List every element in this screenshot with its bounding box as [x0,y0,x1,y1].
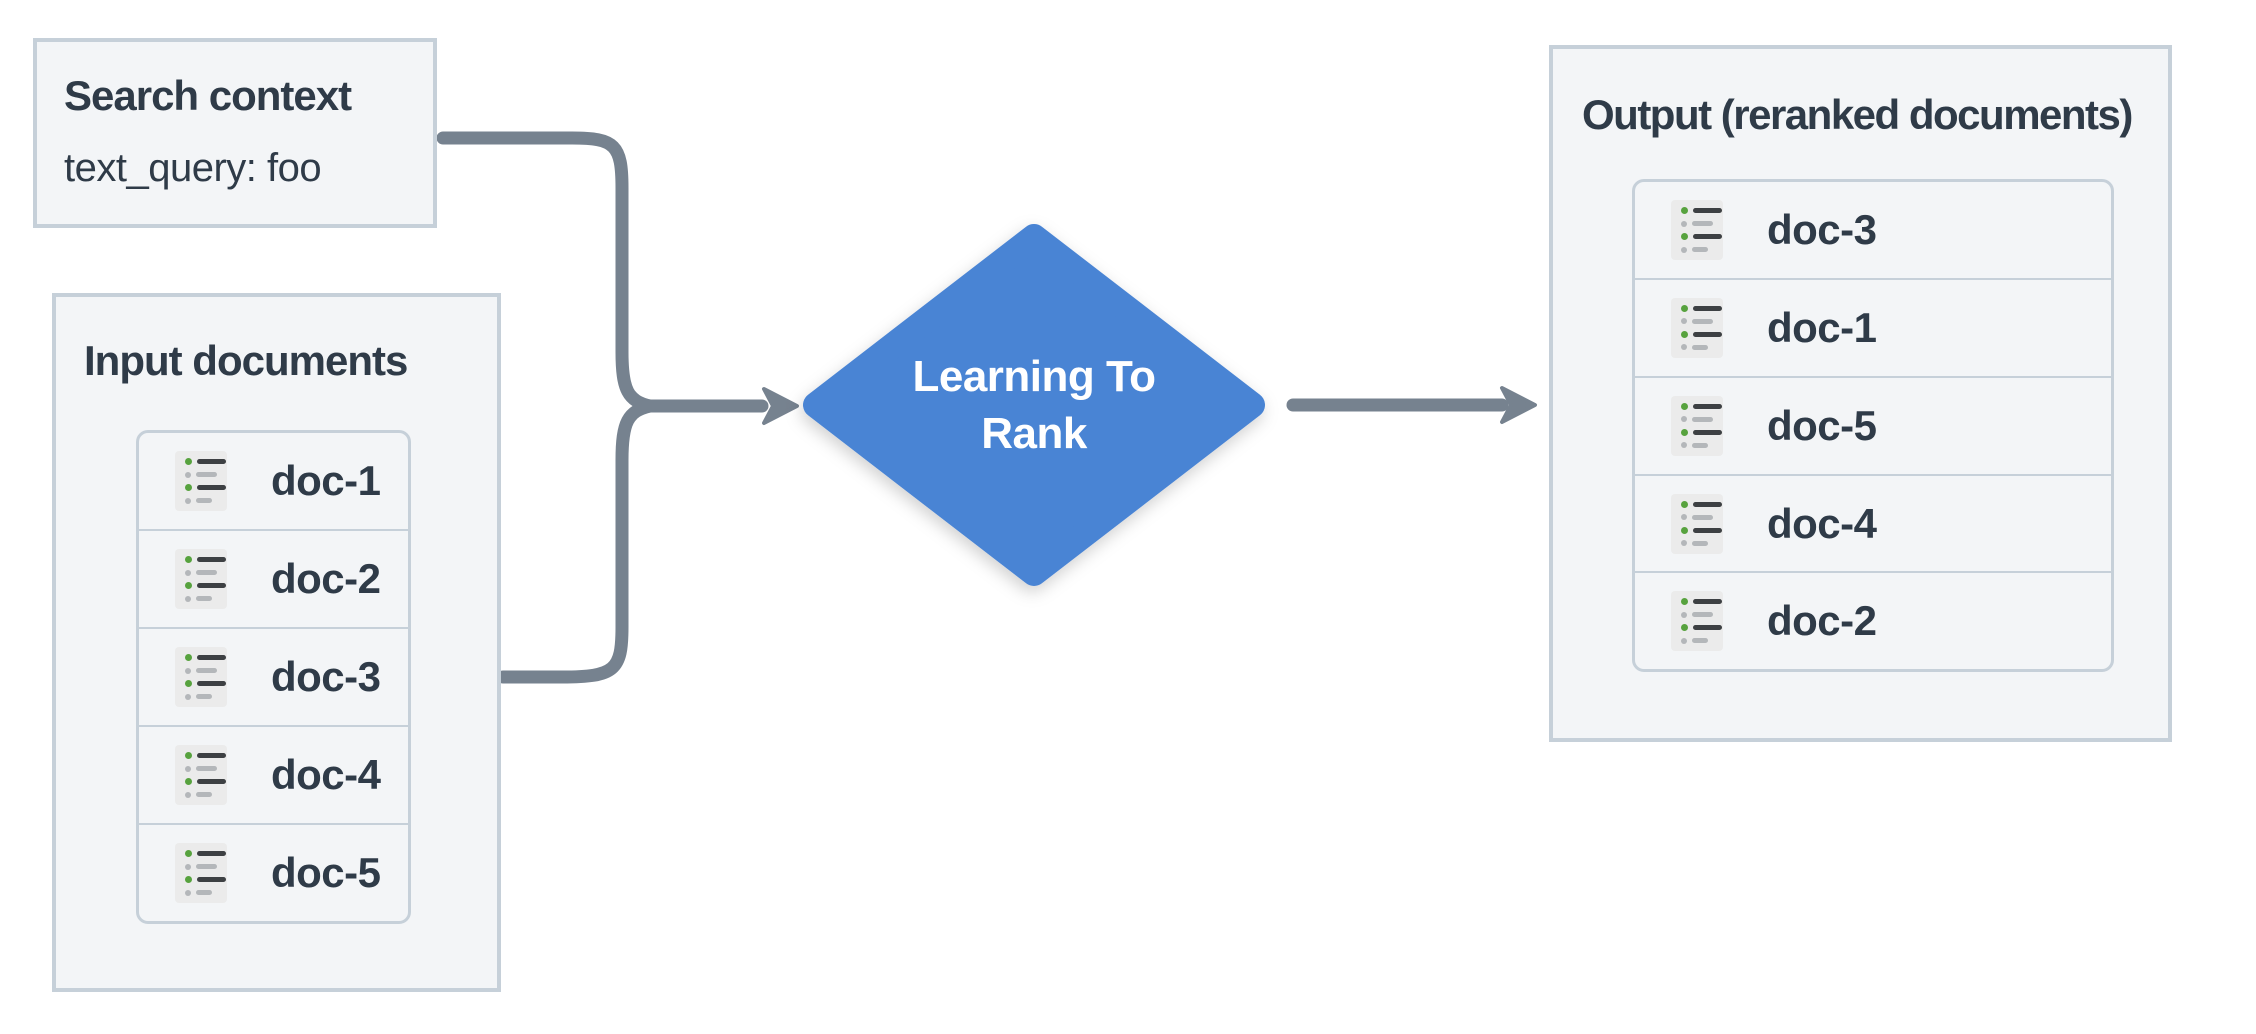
merged-arrowhead-icon [762,387,799,425]
output-doc-list: doc-3 doc-1 doc-5 [1632,179,2114,673]
doc-label: doc-3 [271,653,381,701]
doc-row: doc-4 [1635,476,2111,574]
doc-label: doc-1 [271,457,381,505]
doc-label: doc-1 [1767,303,1877,351]
input-documents-box: Input documents doc-1 doc-2 [52,293,501,992]
search-context-connector [436,131,657,413]
input-documents-connector [496,399,657,684]
doc-label: doc-2 [1767,597,1877,645]
doc-row: doc-1 [139,433,408,532]
input-doc-list: doc-1 doc-2 doc-3 [136,430,411,925]
list-icon [175,647,227,708]
output-reranked-box: Output (reranked documents) doc-3 [1549,45,2172,742]
doc-row: doc-1 [1635,280,2111,378]
doc-label: doc-5 [1767,401,1877,449]
doc-label: doc-3 [1767,206,1877,254]
input-documents-title: Input documents [84,337,408,384]
doc-label: doc-4 [1767,499,1877,547]
search-context-box: Search context text_query: foo [33,38,437,228]
list-icon [175,451,227,512]
list-icon [175,745,227,806]
doc-row: doc-3 [139,629,408,728]
learning-to-rank-diamond [803,224,1265,586]
list-icon [1671,493,1723,554]
output-arrowhead-icon [1500,386,1537,424]
doc-row: doc-3 [1635,182,2111,281]
output-title: Output (reranked documents) [1582,91,2133,138]
list-icon [175,843,227,904]
doc-row: doc-5 [139,825,408,921]
list-icon [1671,395,1723,456]
doc-label: doc-2 [271,555,381,603]
doc-row: doc-2 [139,531,408,630]
list-icon [175,549,227,610]
learning-to-rank-label: Learning To Rank [912,352,1156,458]
search-context-title: Search context [64,72,352,119]
list-icon [1671,591,1723,652]
text-query-line: text_query: foo [64,146,322,191]
doc-row: doc-4 [139,727,408,826]
doc-row: doc-2 [1635,573,2111,669]
doc-label: doc-4 [271,751,381,799]
list-icon [1671,297,1723,358]
doc-label: doc-5 [271,849,381,897]
doc-row: doc-5 [1635,378,2111,476]
list-icon [1671,200,1723,261]
